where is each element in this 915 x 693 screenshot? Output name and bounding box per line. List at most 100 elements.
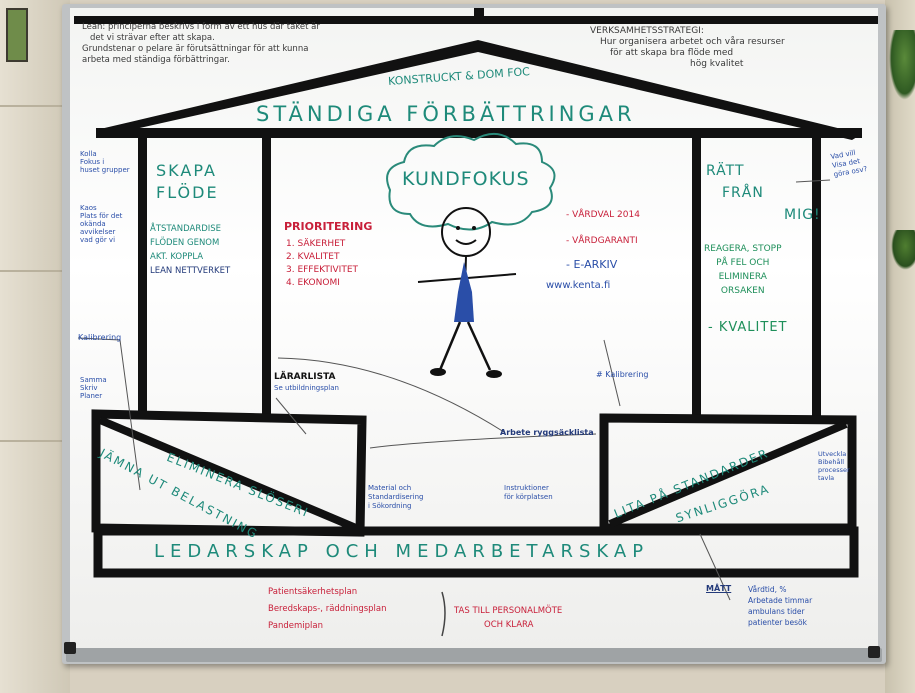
note-line: processer xyxy=(818,466,850,474)
note-line: Utveckla xyxy=(818,450,847,458)
left-pillar-text: ÅTSTANDARDISE FLÖDEN GENOM AKT. KOPPLA L… xyxy=(150,222,230,278)
left-side-note: Kalibrering xyxy=(78,333,122,342)
wall-panel-line xyxy=(0,270,70,272)
note-line: Kaos xyxy=(80,204,97,212)
pillar-line: ELIMINERA xyxy=(718,272,767,282)
right-item: - VÅRDGARANTI xyxy=(566,236,638,246)
pillar-line: FLÖDEN GENOM xyxy=(150,238,220,248)
stick-figure-leg xyxy=(466,321,492,371)
note-line: OCH KLARA xyxy=(484,620,534,630)
lararlista-sub: Se utbildningsplan xyxy=(274,384,339,392)
note-line: Plats för det xyxy=(80,212,123,220)
priority-item: 4. EKONOMI xyxy=(286,278,340,288)
note-line: hög kvalitet xyxy=(690,59,744,69)
pillar-tape xyxy=(138,138,147,416)
note-line: Grundstenar o pelare är förutsättningar … xyxy=(82,44,309,54)
note-line: Arbetade timmar xyxy=(748,596,813,605)
pillar-line: ÅTSTANDARDISE xyxy=(150,224,222,234)
lower-middle-note-right: Instruktioner för körplatsen xyxy=(504,484,553,502)
note-line: okända xyxy=(80,220,106,228)
stick-figure-shirt xyxy=(454,262,474,322)
stick-figure-smile xyxy=(455,239,477,245)
pillar-tape xyxy=(812,138,821,416)
title-line: FRÅN xyxy=(722,185,764,201)
website: www.kenta.fi xyxy=(546,280,611,291)
pillar-line: PÅ FEL OCH xyxy=(716,258,770,268)
note-line: Samma xyxy=(80,376,107,384)
title-line: RÄTT xyxy=(706,163,745,179)
pillar-tape xyxy=(262,138,271,416)
plant-leaves xyxy=(891,230,915,270)
arrow-line xyxy=(795,179,831,183)
note-line: arbeta med ständiga förbättringar. xyxy=(82,55,230,65)
note-line: huset grupper xyxy=(80,166,130,174)
note-line: ambulans tider xyxy=(748,607,805,616)
bracket xyxy=(441,591,446,637)
right-pillar-title: RÄTT FRÅN MIG! xyxy=(706,160,821,226)
foundation-tape xyxy=(93,526,859,578)
pillar-line: LEAN NETTVERKET xyxy=(150,266,231,276)
note-line: vad gör vi xyxy=(80,236,116,244)
note-line: patienter besök xyxy=(748,618,807,627)
left-side-note: Samma Skriv Planer xyxy=(80,376,107,400)
center-right-list: - VÅRDVAL 2014 - VÅRDGARANTI xyxy=(566,202,640,254)
title-line: SKAPA xyxy=(156,161,217,180)
note-line: Vårdtid, % xyxy=(748,585,787,594)
priority-item: 1. SÄKERHET xyxy=(286,239,346,249)
lararlista: LÄRARLISTA Se utbildningsplan xyxy=(274,372,339,394)
priority-item: 3. EFFEKTIVITET xyxy=(286,265,359,275)
priority-item: 2. KVALITET xyxy=(286,252,340,262)
bottom-right-notes: Vårdtid, % Arbetade timmar ambulans tide… xyxy=(748,584,812,628)
note-line: för körplatsen xyxy=(504,493,553,501)
cloud-text: KUNDFOKUS xyxy=(402,168,530,190)
note-line: i Sökordning xyxy=(368,502,412,510)
right-side-note: Vad vill Visa det göra osv? xyxy=(830,147,868,179)
pillar-line: AKT. KOPPLA xyxy=(150,252,204,262)
left-pillar-title: SKAPA FLÖDE xyxy=(156,160,219,204)
lower-middle-note-left: Material och Standardisering i Sökordnin… xyxy=(368,484,423,511)
stick-figure-eye xyxy=(472,226,476,230)
prioritering-list: 1. SÄKERHET 2. KVALITET 3. EFFEKTIVITET … xyxy=(286,238,358,290)
arbetsbeskrivning: Arbete ryggsäcklista xyxy=(500,428,594,437)
wall-panel-line xyxy=(0,105,70,107)
title-line: MIG! xyxy=(784,207,821,223)
note-line: avvikelser xyxy=(80,228,116,236)
arrow-line xyxy=(275,397,307,435)
note-line: Material och xyxy=(368,484,412,492)
marker-tray xyxy=(66,648,882,662)
stick-figure-eye xyxy=(456,226,460,230)
stick-figure-foot xyxy=(430,368,446,376)
stick-figure-foot xyxy=(486,370,502,378)
pillar-line: ORSAKEN xyxy=(720,286,765,296)
note-line: Skriv xyxy=(80,384,98,392)
left-side-note: Kolla Fokus i huset grupper xyxy=(80,150,130,174)
wall-panel-line xyxy=(0,440,70,442)
note-line: Bibehåll xyxy=(818,458,845,466)
note-line: Fokus i xyxy=(80,158,105,166)
lararlista-title: LÄRARLISTA xyxy=(274,372,336,382)
left-side-note: Kaos Plats för det okända avvikelser vad… xyxy=(80,204,122,244)
arrow-line xyxy=(369,433,597,449)
e-arkiv: - E-ARKIV xyxy=(566,258,618,271)
note-line: Instruktioner xyxy=(504,484,549,492)
lower-right-diagonal xyxy=(608,420,848,528)
bottom-left-notes: Patientsäkerhetsplan Beredskaps-, räddni… xyxy=(268,584,387,635)
title-line: FLÖDE xyxy=(156,183,219,202)
roof-title: STÄNDIGA FÖRBÄTTRINGAR xyxy=(256,102,636,126)
top-right-note: VERKSAMHETSSTRATEGI: Hur organisera arbe… xyxy=(590,26,785,70)
right-item: - VÅRDVAL 2014 xyxy=(566,210,640,220)
note-line: tavla xyxy=(818,474,835,482)
right-pillar-kvalitet: - KVALITET xyxy=(708,320,788,335)
prioritering-title: PRIORITERING xyxy=(284,220,373,233)
right-pillar-text: REAGERA, STOPP PÅ FEL OCH ELIMINERA ORSA… xyxy=(704,242,782,298)
board-corner xyxy=(868,646,880,658)
lower-left-diagonal xyxy=(98,416,358,532)
note-line: Kolla xyxy=(80,150,97,158)
board-corner xyxy=(64,642,76,654)
note-line: det vi strävar efter att skapa. xyxy=(90,33,215,43)
note-line: Lean: principerna beskrivs i form av ett… xyxy=(82,22,320,32)
note-line: Beredskaps-, räddningsplan xyxy=(268,604,387,614)
arrow-line xyxy=(603,339,621,407)
matt-label: MÅTT xyxy=(706,584,732,593)
kalibrering-note: # Kalibrering xyxy=(596,370,649,379)
